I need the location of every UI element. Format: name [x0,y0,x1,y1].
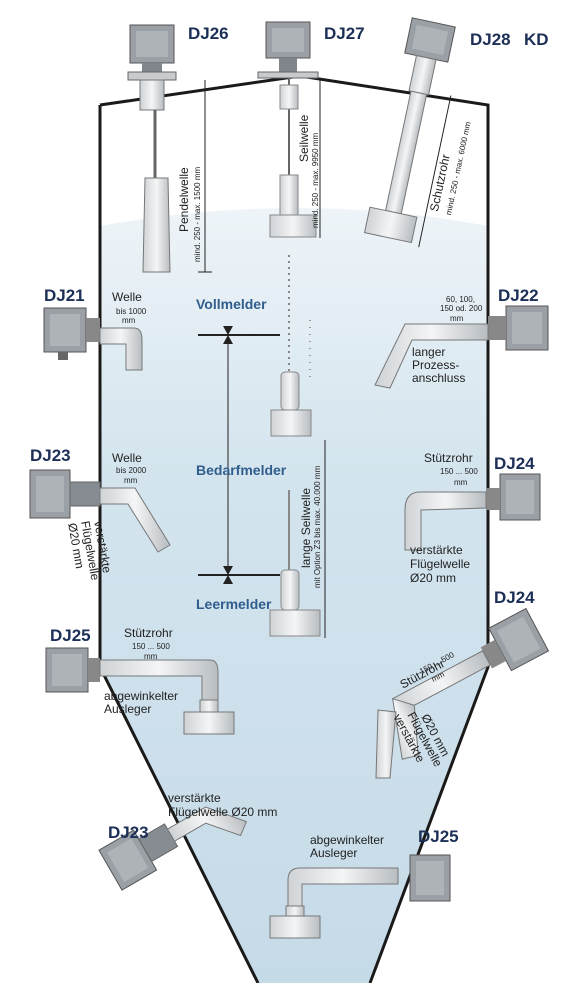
label-dj28: DJ28 [470,30,511,49]
level-axis [198,326,280,584]
label-dj25-left: DJ25 [50,626,91,645]
label-lange-seilwelle-range: mit Option Z3 bis max. 40.000 mm [313,465,322,588]
level-vollmelder: Vollmelder [196,296,267,312]
long-cable-probe [269,440,326,638]
label-dj22-unit: mm [450,314,464,323]
label-welle-dj23-unit: mm [124,476,138,485]
label-stuetz-dj25-dim: 150 ... 500 [132,642,170,651]
dj24-sensor-mid [404,473,541,551]
label-stuetz-dj25: Stützrohr [124,626,173,640]
label-dj23-mid: DJ23 [30,446,71,465]
label-abgew-dj25b-2: Ausleger [310,846,358,860]
label-dj21: DJ21 [44,286,85,305]
label-verst-dj24-2: Flügelwelle [410,557,471,571]
label-abgew-dj25b-1: abgewinkelter [310,833,385,847]
dj21-sensor [43,307,143,371]
label-dj22-dim-a: 60, 100, [446,295,475,304]
label-kd: KD [524,30,549,49]
label-dj22-dim-b: 150 od. 200 [440,304,483,313]
dj26-sensor [127,24,212,273]
label-verst-dj24-1: verstärkte [410,543,463,557]
label-stuetz-dj24-dim: 150 ... 500 [440,467,478,476]
label-welle-dj23: Welle [112,451,142,465]
label-welle-dj21: Welle [112,290,142,304]
label-dj24-mid: DJ24 [494,454,535,473]
label-welle-dj23-dim: bis 2000 [116,466,147,475]
label-dj22: DJ22 [498,286,539,305]
label-stuetz-dj24-unit: mm [454,478,468,487]
label-verst-dj23b-1: verstärkte [168,791,221,805]
label-dj23-lower: DJ23 [108,823,149,842]
label-abgew-dj25-2: Ausleger [104,702,152,716]
label-seilwelle: Seilwelle [297,114,311,162]
dj23-sensor-lower [98,806,248,891]
label-langer-2: Prozess- [412,358,460,372]
level-bedarfmelder: Bedarfmelder [196,462,287,478]
dj25-sensor-lower [269,854,451,939]
label-welle-dj21-dim: bis 1000 [116,307,147,316]
dj24-sensor-lower [391,607,550,760]
label-pendelwelle-range: mind. 250 - max. 1500 mm [193,166,202,262]
label-abgew-dj25-1: abgewinkelter [104,689,179,703]
label-stuetz-dj24: Stützrohr [424,451,473,465]
dj24-lower-blade [375,709,397,779]
level-leermelder: Leermelder [196,596,272,612]
dj25-sensor-left [45,647,235,735]
dj28-sensor [363,17,456,248]
central-cable-probe [270,255,312,437]
label-welle-dj21-unit: mm [122,316,136,325]
label-dj26: DJ26 [188,24,229,43]
label-verst-dj24-3: Ø20 mm [410,571,457,585]
dj22-sensor [374,305,549,389]
label-dj24-lower: DJ24 [494,588,535,607]
dj27-sensor [257,21,321,238]
label-stuetz-dj25-unit: mm [144,652,158,661]
label-langer-1: langer [412,345,446,359]
label-pendelwelle: Pendelwelle [177,167,191,232]
label-verst-dj23b-2: Flügelwelle Ø20 mm [168,805,278,819]
dj23-sensor-mid [29,469,171,553]
label-dj27: DJ27 [324,24,365,43]
label-dj25-lower: DJ25 [418,827,459,846]
label-seilwelle-range: mind. 250 - max. 9950 mm [311,132,320,228]
label-lange-seilwelle: lange Seilwelle [299,487,313,568]
label-langer-3: anschluss [412,371,466,385]
